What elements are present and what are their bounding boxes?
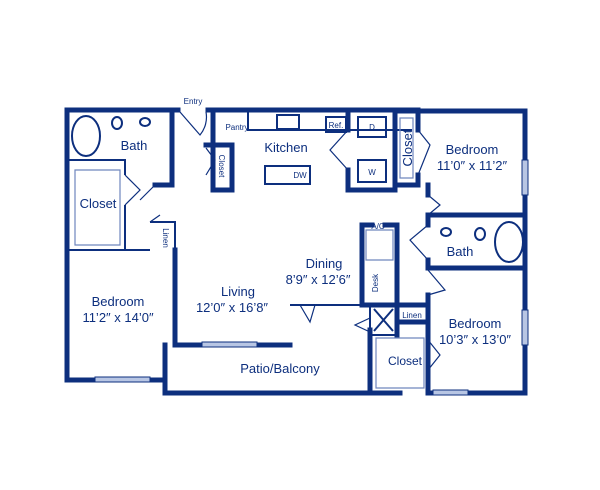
label-dryer: D: [369, 123, 375, 132]
bathtub-icon: [71, 115, 101, 157]
toilet-icon: [474, 227, 486, 241]
label-bath-2: Bath: [447, 244, 474, 259]
label-bedroom-1-size: 11’2″ x 14’0″: [82, 310, 154, 325]
label-kitchen: Kitchen: [264, 140, 307, 155]
label-dining: Dining: [306, 256, 343, 271]
refrigerator: [325, 116, 347, 133]
sink-icon: [440, 227, 452, 237]
washer: [357, 159, 387, 183]
label-bedroom-2-size: 11’0″ x 11’2″: [437, 158, 508, 173]
label-bedroom-2: Bedroom: [446, 142, 499, 157]
label-closet-1: Closet: [80, 196, 117, 211]
windows: [94, 159, 529, 396]
label-living-size: 12’0″ x 16’8″: [196, 300, 268, 315]
label-ac: A/C: [371, 222, 385, 231]
label-pantry: Pantry: [225, 123, 248, 132]
label-closet-3: Closet: [388, 354, 423, 368]
label-washer: W: [368, 168, 376, 177]
label-bedroom-3: Bedroom: [449, 316, 502, 331]
label-bedroom-3-size: 10’3″ x 13’0″: [439, 332, 511, 347]
label-bath-1: Bath: [121, 138, 148, 153]
label-linen-1: Linen: [161, 228, 170, 248]
label-refrigerator: Ref.: [329, 121, 344, 130]
label-patio: Patio/Balcony: [240, 361, 320, 376]
label-bedroom-1: Bedroom: [92, 294, 145, 309]
doors: [124, 111, 447, 371]
label-kitchen-closet: Closet: [217, 155, 226, 178]
label-dishwasher: DW: [293, 171, 307, 180]
label-desk: Desk: [371, 273, 380, 292]
label-entry: Entry: [184, 97, 203, 106]
label-closet-2: Closet: [400, 129, 415, 166]
stove-icon: [276, 114, 300, 130]
bathtub-icon: [494, 221, 524, 263]
label-living: Living: [221, 284, 255, 299]
sink-icon: [139, 117, 151, 127]
label-dining-size: 8’9″ x 12’6″: [286, 272, 351, 287]
toilet-icon: [111, 116, 123, 130]
room-labels: Entry Bath Closet Linen Pantry Closet Ki…: [80, 97, 512, 376]
label-linen-2: Linen: [402, 311, 422, 320]
dryer: [357, 116, 387, 138]
fixtures: [71, 114, 524, 263]
kitchen-island: [264, 165, 311, 185]
